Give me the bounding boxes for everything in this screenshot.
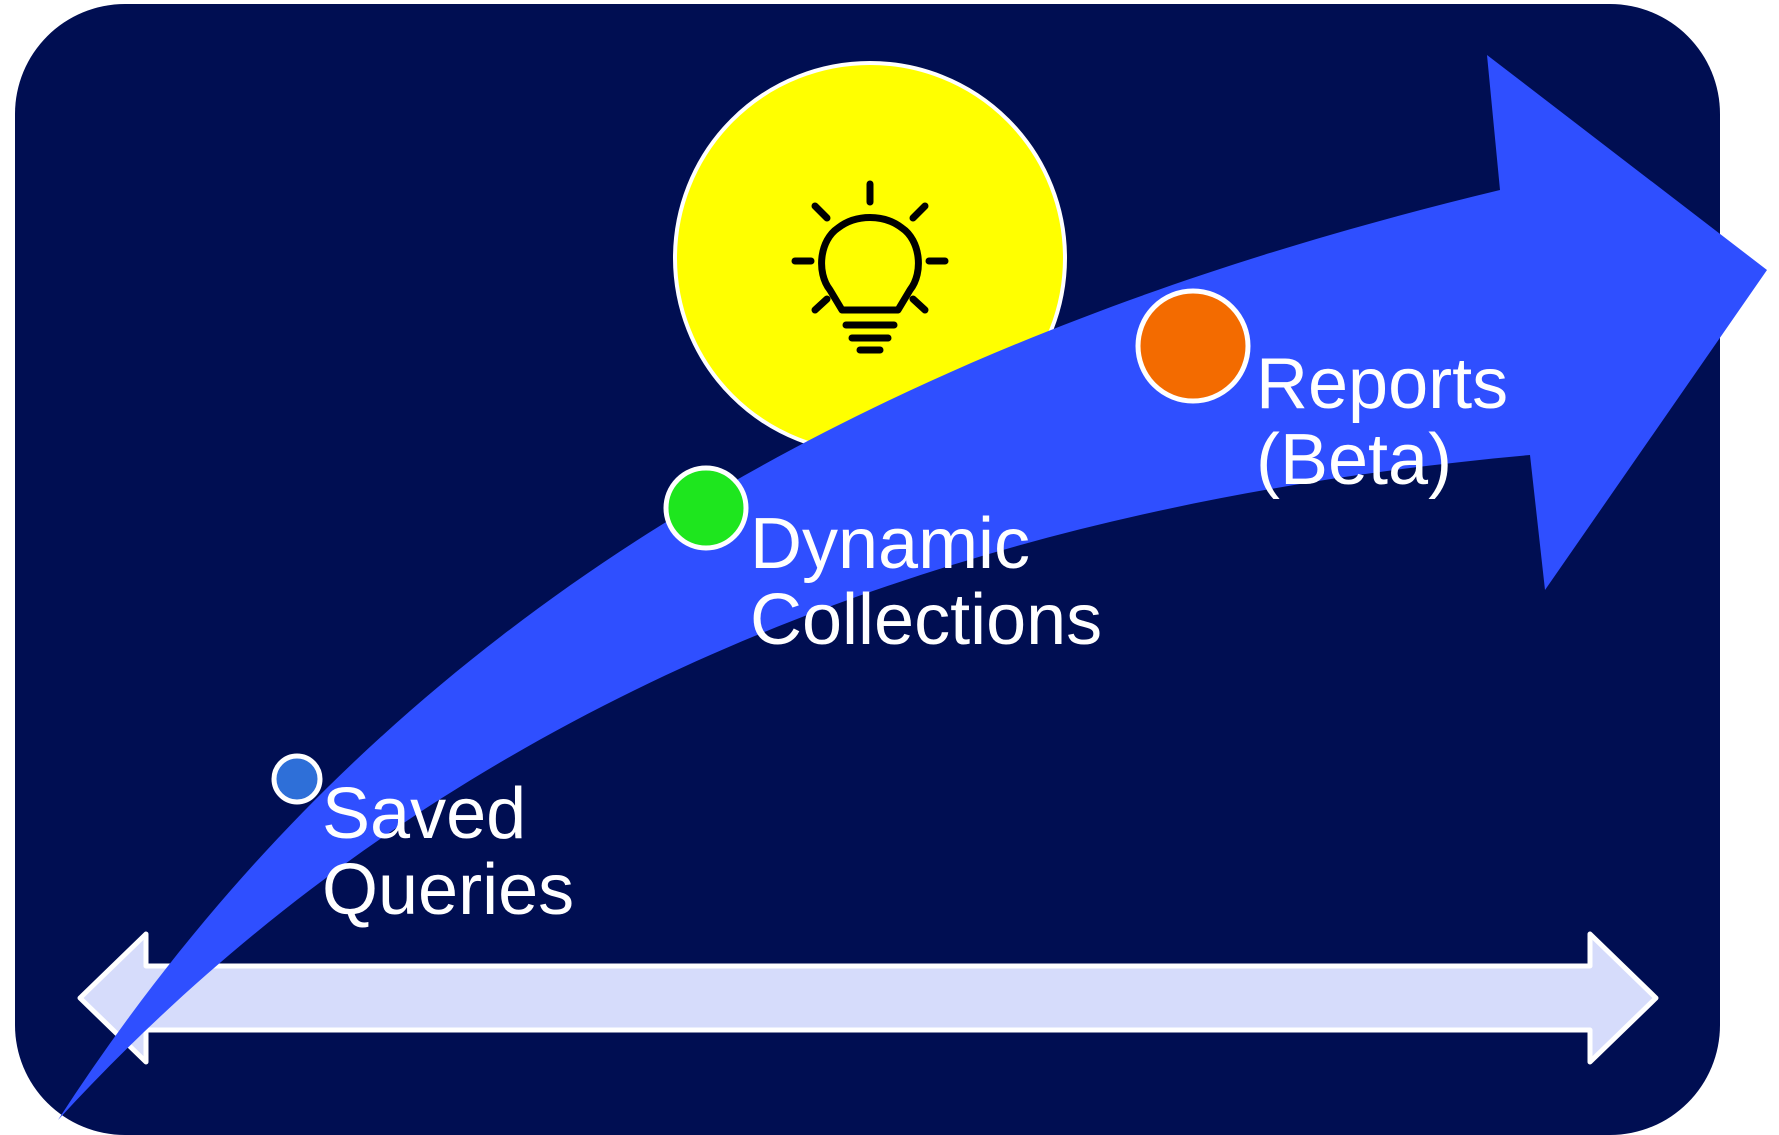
milestone-label-saved-queries: Saved Queries (322, 776, 574, 928)
milestone-label-reports-beta: Reports (Beta) (1256, 346, 1508, 498)
milestone-marker-saved-queries (271, 753, 323, 805)
milestone-label-line: Reports (1256, 344, 1509, 424)
milestone-label-line: Dynamic (750, 504, 1031, 584)
milestone-marker-reports-beta (1135, 288, 1251, 404)
milestone-label-line: Collections (750, 580, 1103, 660)
progress-arrow (58, 55, 1767, 1120)
milestone-label-line: Saved (322, 774, 527, 854)
milestone-label-dynamic-collections: Dynamic Collections (750, 506, 1102, 658)
milestone-label-line: Queries (322, 850, 575, 930)
milestone-marker-dynamic-collections (663, 465, 749, 551)
timeline-double-arrow (77, 931, 1659, 1065)
milestone-label-line: (Beta) (1256, 420, 1453, 500)
lightbulb-icon (791, 180, 949, 354)
